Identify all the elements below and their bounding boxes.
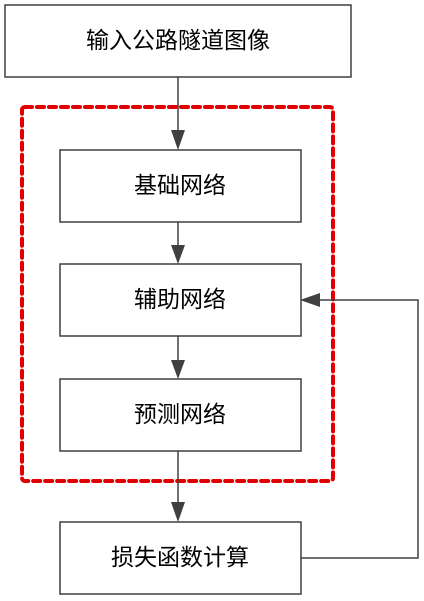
node-pred-network: 预测网络	[59, 378, 302, 452]
edge-input-to-base	[171, 77, 185, 150]
node-loss: 损失函数计算	[59, 521, 302, 595]
node-loss-label: 损失函数计算	[111, 545, 249, 571]
node-input-label: 输入公路隧道图像	[86, 28, 270, 54]
node-pred-network-label: 预测网络	[134, 402, 226, 428]
node-base-network-label: 基础网络	[134, 173, 226, 199]
arrowhead-icon	[171, 360, 185, 379]
arrowhead-icon	[300, 293, 320, 307]
node-base-network: 基础网络	[59, 149, 302, 223]
node-input: 输入公路隧道图像	[4, 4, 352, 78]
edge-base-to-aux	[171, 222, 185, 264]
edge-aux-to-pred	[171, 336, 185, 379]
node-aux-network-label: 辅助网络	[134, 287, 226, 313]
arrowhead-icon	[171, 130, 185, 150]
node-aux-network: 辅助网络	[59, 263, 302, 337]
arrowhead-icon	[171, 245, 185, 264]
arrowhead-icon	[171, 502, 185, 522]
edge-loss-feedback-to-aux	[300, 293, 419, 559]
edge-pred-to-loss	[171, 451, 185, 522]
